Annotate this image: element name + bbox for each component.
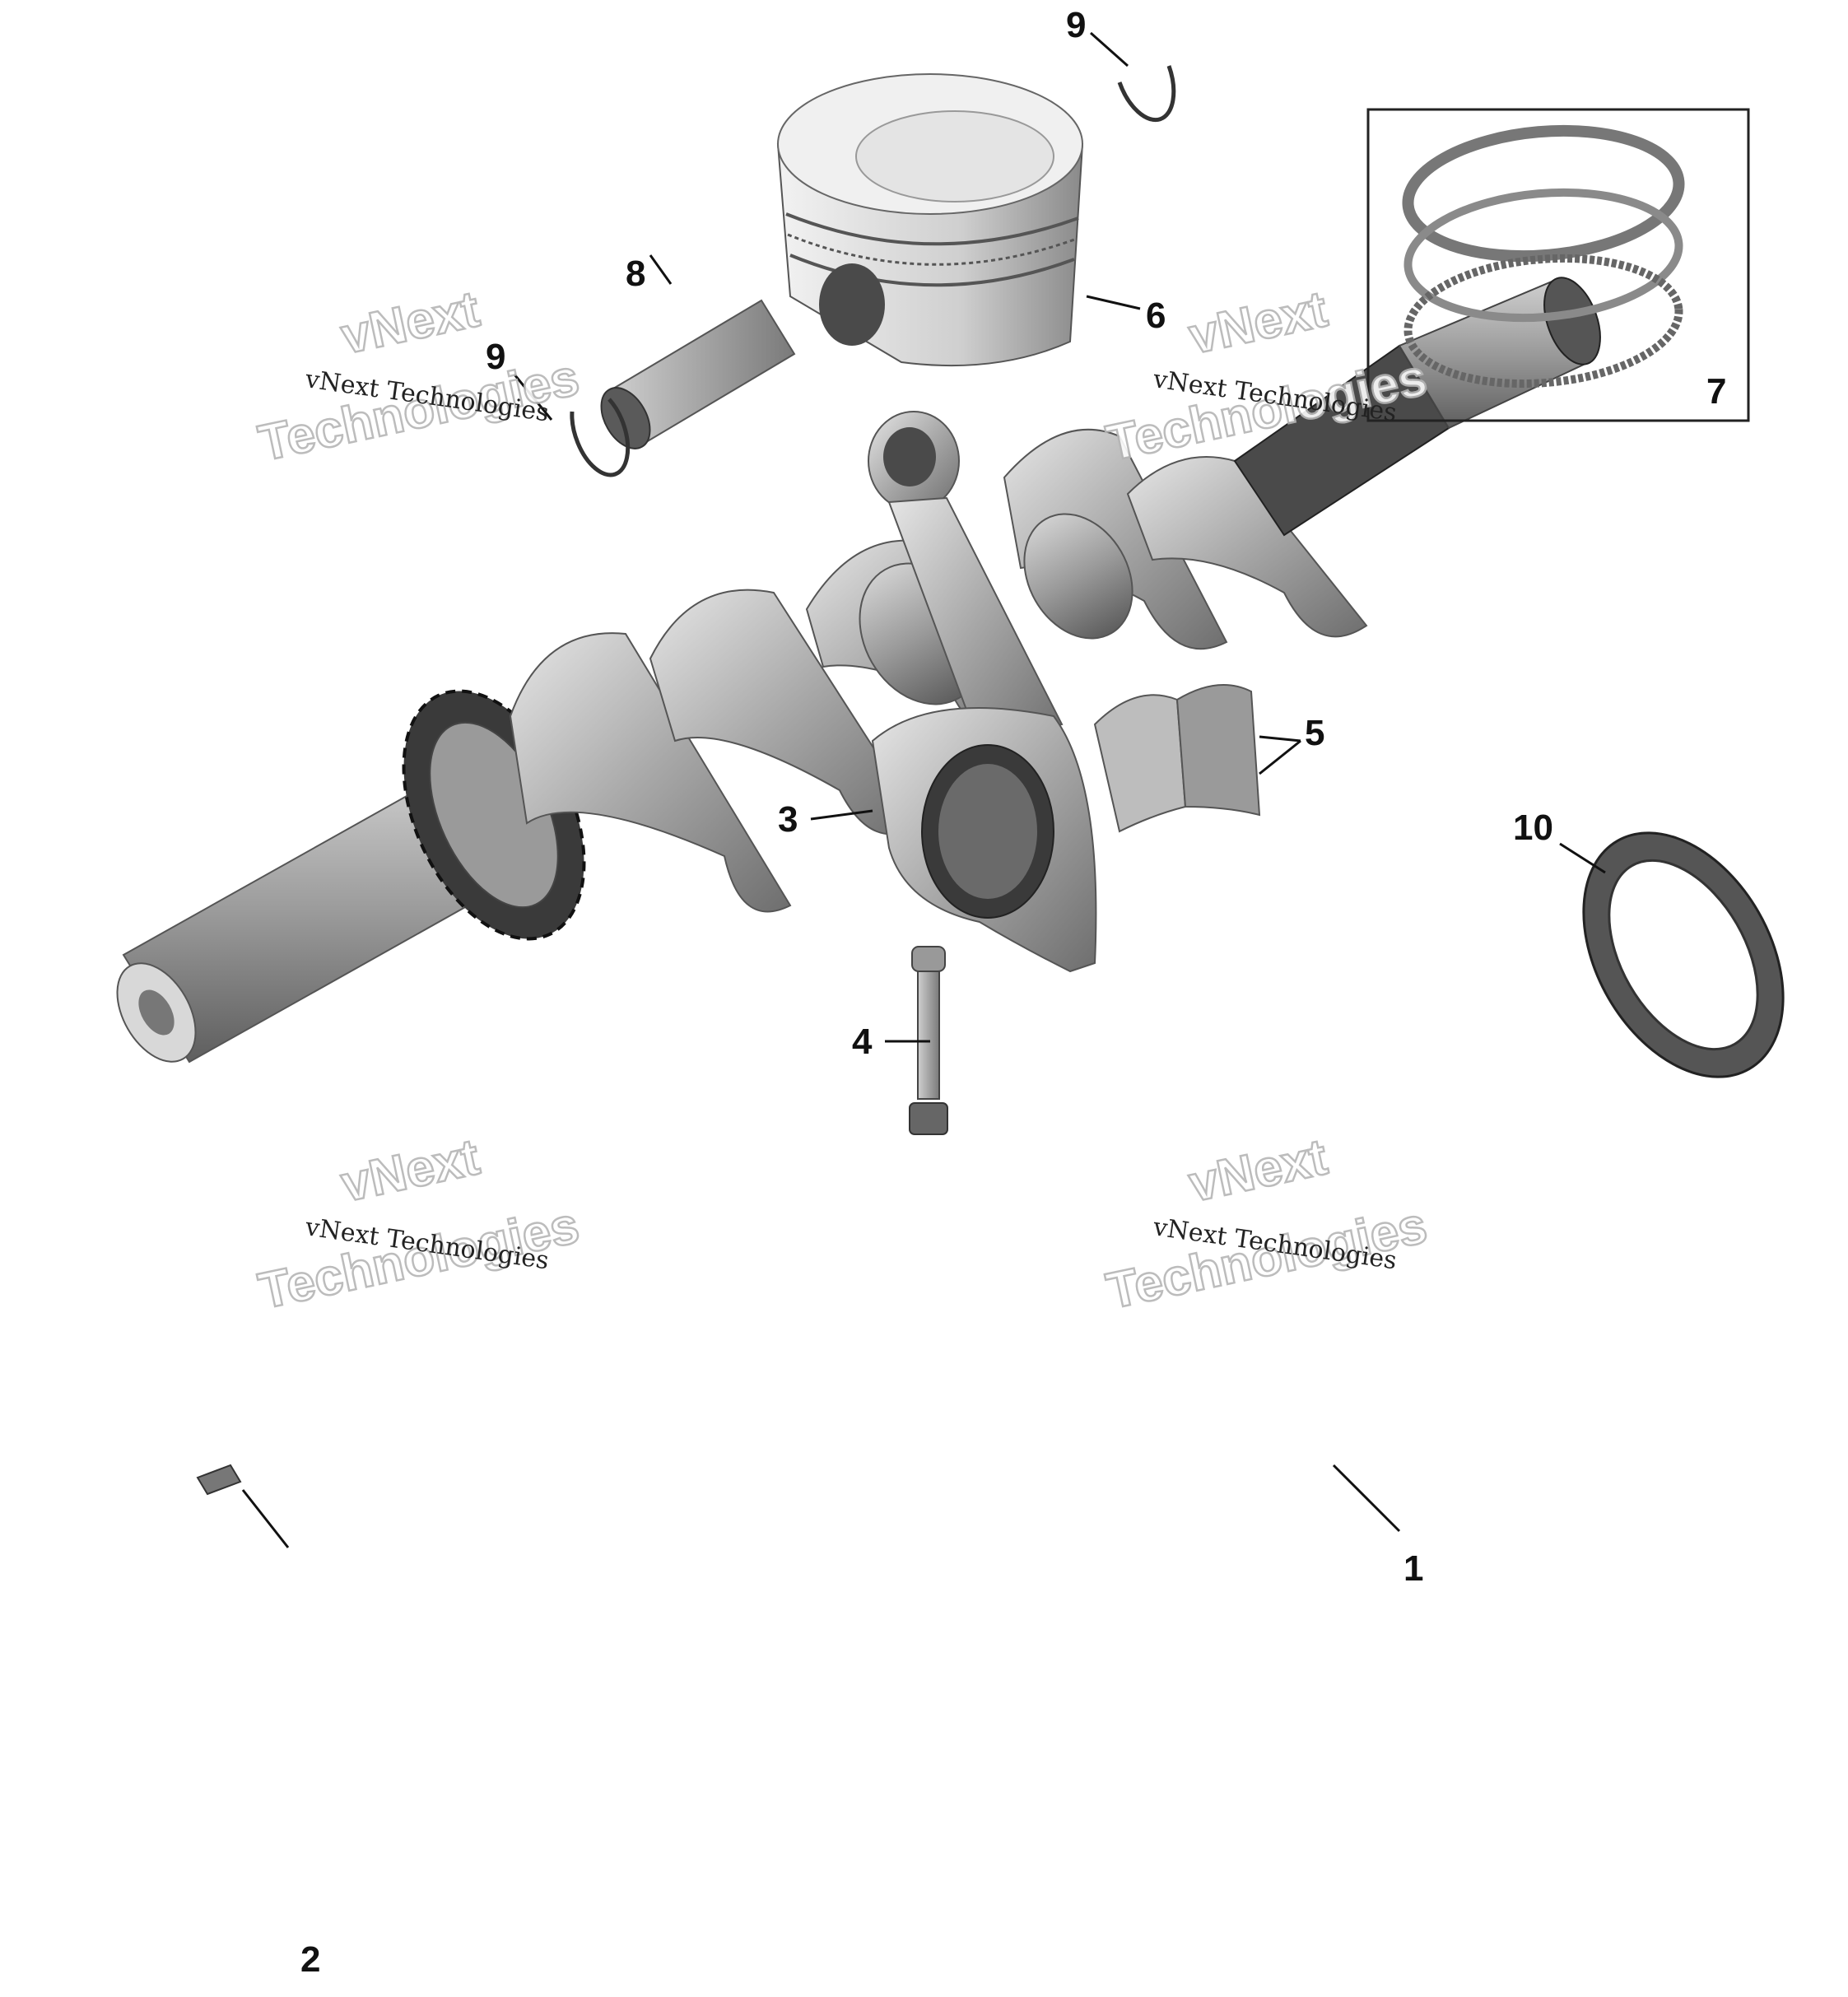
svg-text:vNext: vNext [1185, 281, 1333, 365]
watermark-bottom-right: vNext Technologies vNext Technologies [1101, 1128, 1432, 1321]
callout-1: 1 [1403, 1548, 1423, 1589]
piston-pin-icon [600, 299, 796, 449]
oil-seal-icon [1582, 831, 1785, 1078]
callout-9-top: 9 [1066, 5, 1086, 45]
woodruff-key-icon [196, 1464, 242, 1496]
callout-7: 7 [1706, 371, 1726, 412]
bearing-shell-icon [1093, 684, 1261, 833]
piston-icon [776, 73, 1084, 367]
watermark-bottom-left: vNext Technologies vNext Technologies [253, 1128, 584, 1321]
watermark-top-left: vNext Technologies vNext Technologies [253, 280, 584, 473]
callout-3: 3 [778, 799, 798, 840]
rod-bolt-icon [909, 946, 948, 1135]
svg-text:vNext: vNext [1185, 1129, 1333, 1213]
callout-9-left: 9 [486, 337, 505, 377]
callout-8: 8 [626, 254, 645, 294]
piston-ring-set-icon [1366, 108, 1750, 422]
connecting-rod-icon [868, 411, 1097, 973]
callout-4: 4 [852, 1022, 873, 1062]
callout-10: 10 [1513, 808, 1553, 848]
svg-text:vNext: vNext [337, 1129, 485, 1213]
svg-text:vNext: vNext [337, 281, 485, 365]
callout-labels: 9 8 6 9 7 5 3 10 4 1 2 [300, 5, 1726, 1980]
callout-2: 2 [300, 1939, 320, 1980]
leader-lines [241, 31, 1606, 1548]
callout-5: 5 [1305, 713, 1324, 753]
callout-6: 6 [1146, 296, 1166, 336]
circlip-icon [570, 65, 1176, 477]
